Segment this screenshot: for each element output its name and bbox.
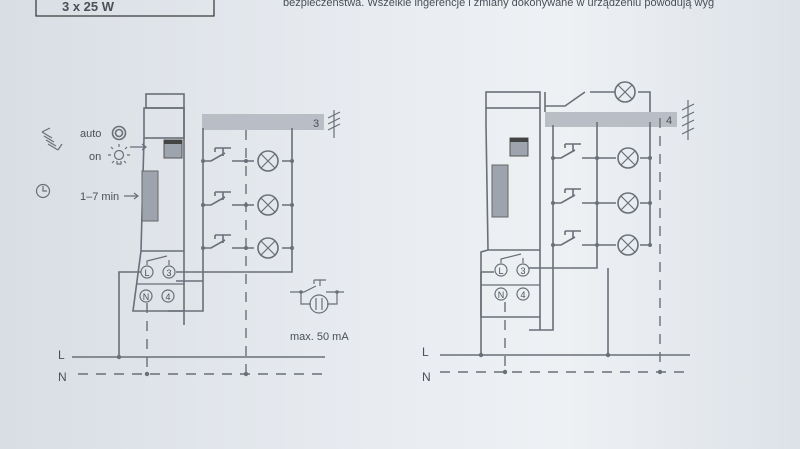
lamp-icon — [614, 81, 636, 103]
auto-ring-icon — [111, 125, 127, 141]
terminal-4: 4 — [161, 289, 175, 303]
header: 3 x 25 W bezpieczeństwa. Wszelkie ingere… — [35, 0, 714, 17]
svg-text:L: L — [498, 266, 503, 276]
svg-text:N: N — [498, 290, 505, 300]
pushbutton-lamp-rows — [201, 147, 294, 259]
left-diagram: auto on 1–7 min L 3 N 4 — [35, 93, 349, 384]
terminal-n: N — [494, 287, 508, 301]
lamp-icon — [617, 147, 639, 169]
time-range-label: 1–7 min — [80, 191, 119, 203]
staircase-icon — [41, 127, 63, 151]
time-adjust-knob — [491, 164, 509, 218]
terminal-3: 3 — [516, 263, 530, 277]
line-l-label: L — [422, 345, 429, 359]
terminal-l: L — [140, 265, 154, 279]
header-paragraph: bezpieczeństwa. Wszelkie ingerencje i zm… — [283, 0, 714, 9]
time-adjust-knob — [141, 170, 159, 222]
svg-text:N: N — [143, 292, 150, 302]
lightbulb-icon — [108, 144, 130, 165]
svg-text:3: 3 — [520, 266, 525, 276]
svg-text:4: 4 — [520, 290, 525, 300]
svg-text:3: 3 — [166, 268, 171, 278]
line-l-label: L — [58, 348, 65, 362]
mode-auto-label: auto — [80, 128, 101, 140]
right-diagram: L 3 N 4 4 L N — [422, 81, 695, 384]
mode-on-label: on — [89, 151, 101, 163]
lamp-icon — [257, 237, 279, 259]
pushbutton-lamp-rows — [551, 143, 652, 256]
timer-device: L 3 N 4 — [480, 91, 541, 330]
header-box — [35, 0, 215, 17]
line-n-label: N — [58, 370, 67, 384]
terminal-3: 3 — [162, 265, 176, 279]
wire-hatch-icon — [327, 110, 341, 138]
line-n-label: N — [422, 370, 431, 384]
terminal-l: L — [494, 263, 508, 277]
lamp-icon — [617, 234, 639, 256]
illuminated-pushbutton-icon — [290, 279, 344, 314]
svg-text:4: 4 — [165, 292, 170, 302]
wire-hatch-icon — [681, 100, 695, 140]
svg-text:L: L — [144, 268, 149, 278]
pushbutton-current-note: max. 50 mA — [290, 331, 349, 343]
timer-device: L 3 N 4 — [132, 93, 185, 325]
clock-icon — [35, 183, 51, 199]
wire-count-label: 4 — [666, 115, 672, 127]
lamp-icon — [617, 192, 639, 214]
lamp-icon — [257, 194, 279, 216]
terminal-n: N — [139, 289, 153, 303]
terminal-4: 4 — [516, 287, 530, 301]
header-box-text: 3 x 25 W — [62, 0, 115, 14]
wire-count-label: 3 — [313, 118, 319, 130]
wire-bundle-bar — [202, 114, 324, 130]
wire-bundle-bar — [545, 112, 677, 127]
lamp-icon — [257, 150, 279, 172]
